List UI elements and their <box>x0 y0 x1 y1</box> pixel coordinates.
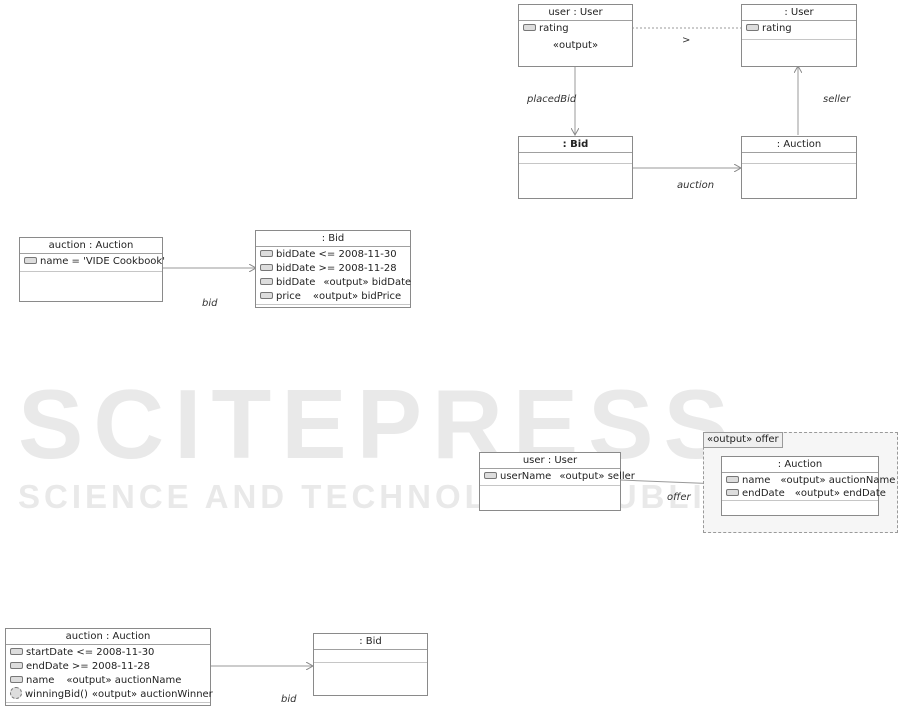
bid-attribute-row[interactable]: bidDate >= 2008-11-28 <box>256 262 410 276</box>
auction-offer-attribute-row[interactable]: endDate «output» endDate <box>722 487 886 500</box>
auction-offer-object-box[interactable]: : Auction name «output» auctionName endDa… <box>721 456 895 516</box>
auction-attribute-label: endDate >= 2008-11-28 <box>26 661 150 672</box>
attribute-icon <box>484 471 497 479</box>
bid-object-box-top[interactable]: : Bid <box>518 136 633 199</box>
auction-attribute-row[interactable]: endDate >= 2008-11-28 <box>6 660 210 674</box>
auction-attribute-row[interactable]: name «output» auctionName <box>6 674 210 688</box>
bid-attribute-stereotype: «output» bidDate <box>323 277 412 288</box>
auction-attribute-row[interactable]: startDate <= 2008-11-30 <box>6 646 210 660</box>
bid-attribute-name: bidDate <box>276 277 316 288</box>
bid-label-middle: bid <box>202 298 218 309</box>
bid-object-title-top: : Bid <box>519 137 632 153</box>
attribute-icon <box>523 23 536 31</box>
offer-label: offer <box>667 492 691 503</box>
attribute-icon <box>260 263 273 271</box>
auction-object-box-top[interactable]: : Auction <box>741 136 857 199</box>
auction-attribute-label: startDate <= 2008-11-30 <box>26 647 155 658</box>
user-object-title: user : User <box>519 5 632 21</box>
bid-attribute-label: bidDate >= 2008-11-28 <box>276 263 397 274</box>
rating2-attribute-label: rating <box>762 23 792 34</box>
auction-object-title-top: : Auction <box>742 137 856 153</box>
auction-offer-attribute-stereotype: «output» endDate <box>794 488 886 499</box>
username-attribute[interactable]: userName «output» seller <box>480 470 635 484</box>
bid-object-box-middle[interactable]: : Bid bidDate <= 2008-11-30 bidDate >= 2… <box>255 230 411 308</box>
bid-attribute-row[interactable]: price «output» bidPrice <box>256 290 410 304</box>
attribute-icon <box>10 647 23 655</box>
user2-object-title: : User <box>742 5 856 21</box>
rating-attribute-label: rating <box>539 23 569 34</box>
auction-offer-object-title: : Auction <box>722 457 878 473</box>
user-seller-object-title: user : User <box>480 453 620 469</box>
auction-offer-attribute-name: name <box>742 475 771 486</box>
auction-attribute-stereotype: «output» auctionName <box>66 675 182 686</box>
name-attribute[interactable]: name = 'VIDE Cookbook' <box>20 255 165 269</box>
placed-bid-label: placedBid <box>527 94 577 105</box>
bid-attribute-row[interactable]: bidDate «output» bidDate <box>256 276 412 290</box>
bid-attribute-stereotype: «output» bidPrice <box>312 291 402 302</box>
username-attribute-name: userName <box>500 471 552 482</box>
bid-attribute-name: price <box>276 291 301 302</box>
auction-operation-stereotype: «output» auctionWinner <box>91 689 213 700</box>
seller-label: seller <box>823 94 851 105</box>
output-stereotype: «output» <box>552 40 599 51</box>
attribute-icon <box>260 249 273 257</box>
auction-operation-name: winningBid() <box>25 689 88 700</box>
offer-group-label: «output» offer <box>703 432 783 448</box>
bid-object-box-bottom[interactable]: : Bid <box>313 633 428 696</box>
bid-object-title-bottom: : Bid <box>314 634 427 650</box>
attribute-icon <box>726 475 739 483</box>
operation-gear-icon <box>10 687 22 699</box>
user2-object-box[interactable]: : User rating <box>741 4 857 67</box>
username-attribute-stereotype: «output» seller <box>559 471 635 482</box>
attribute-icon <box>260 277 273 285</box>
attribute-icon <box>10 661 23 669</box>
user-object-box[interactable]: user : User rating «output» <box>518 4 633 67</box>
auction-offer-attribute-row[interactable]: name «output» auctionName <box>722 474 895 487</box>
user-seller-object-box[interactable]: user : User userName «output» seller <box>479 452 635 511</box>
auction-attribute-name: name <box>26 675 55 686</box>
auction-object-box-bottom[interactable]: auction : Auction startDate <= 2008-11-3… <box>5 628 213 706</box>
bid-label-bottom: bid <box>281 694 297 705</box>
auction-operation-row[interactable]: winningBid()«output» auctionWinner <box>6 687 213 702</box>
auction-offer-attribute-name: endDate <box>742 488 785 499</box>
attribute-icon <box>746 23 759 31</box>
bid-attribute-row[interactable]: bidDate <= 2008-11-30 <box>256 248 410 262</box>
attribute-icon <box>10 675 23 683</box>
name-attribute-label: name = 'VIDE Cookbook' <box>40 256 165 267</box>
bid-object-title-middle: : Bid <box>256 231 410 247</box>
auction-object-box-middle[interactable]: auction : Auction name = 'VIDE Cookbook' <box>19 237 165 302</box>
attribute-icon <box>726 488 739 496</box>
auction-offer-attribute-stereotype: «output» auctionName <box>780 475 896 486</box>
auction-object-title-bottom: auction : Auction <box>6 629 210 645</box>
rating2-attribute[interactable]: rating <box>742 22 856 36</box>
auction-object-title-middle: auction : Auction <box>20 238 162 254</box>
rating-attribute[interactable]: rating <box>519 22 632 36</box>
auction-label: auction <box>677 180 715 191</box>
attribute-icon <box>260 291 273 299</box>
rating-compare-label: > <box>682 35 691 46</box>
bid-attribute-label: bidDate <= 2008-11-30 <box>276 249 397 260</box>
attribute-icon <box>24 256 37 264</box>
